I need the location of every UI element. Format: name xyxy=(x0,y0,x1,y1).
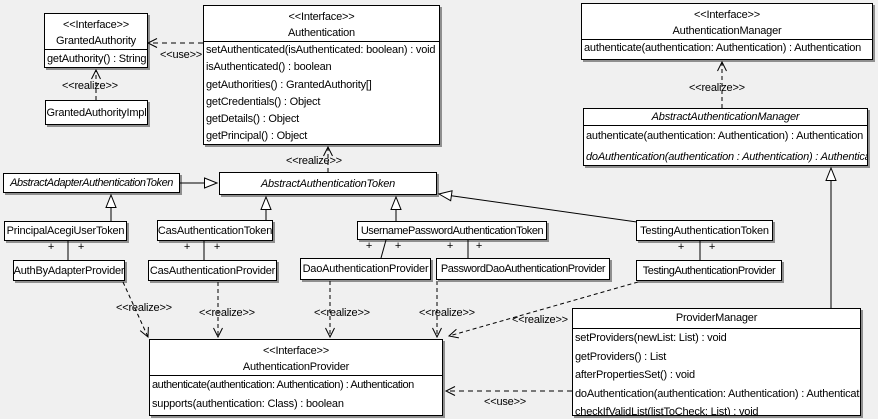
class-name: AuthByAdapterProvider xyxy=(13,264,125,277)
edge-label-realize: <<realize>> xyxy=(62,80,118,92)
edge-label-realize: <<realize>> xyxy=(116,302,172,314)
method: supports(authentication: Class) : boolea… xyxy=(152,397,344,410)
class-granted-authority[interactable]: <<Interface>> GrantedAuthority getAuthor… xyxy=(44,13,148,68)
methods-compartment: setProviders(newList: List) : void getPr… xyxy=(573,328,860,416)
assoc-plus: + xyxy=(446,240,454,252)
class-name: AbstractAdapterAuthenticationToken xyxy=(10,177,173,189)
methods-compartment: authenticate(authentication: Authenticat… xyxy=(584,125,867,165)
edge-label-use: <<use>> xyxy=(160,49,203,61)
class-authentication[interactable]: <<Interface>> Authentication setAuthenti… xyxy=(203,5,440,145)
method: getDetails() : Object xyxy=(206,113,300,126)
class-name: DaoAuthenticationProvider xyxy=(302,263,429,275)
class-name: AbstractAuthenticationManager xyxy=(651,111,800,123)
class-name: AbstractAuthenticationToken xyxy=(260,177,396,190)
class-provider-manager[interactable]: ProviderManager setProviders(newList: Li… xyxy=(572,308,861,416)
edge-label-realize: <<realize>> xyxy=(689,82,745,94)
class-title: <<Interface>> Authentication xyxy=(204,6,439,41)
assoc-plus: + xyxy=(213,241,221,253)
method: getAuthorities() : GrantedAuthority[] xyxy=(206,78,372,91)
assoc-plus: + xyxy=(475,240,483,252)
class-name: TestingAuthenticationProvider xyxy=(642,264,776,277)
stereotype-label: <<Interface>> xyxy=(288,11,355,23)
stereotype-label: <<Interface>> xyxy=(63,19,129,31)
edge-label-realize: <<realize>> xyxy=(286,155,342,167)
class-auth-by-adapter-provider[interactable]: AuthByAdapterProvider xyxy=(13,260,125,281)
method: getPrincipal() : Object xyxy=(206,130,308,143)
edge-label-realize: <<realize>> xyxy=(419,307,475,319)
method: getAuthority() : String xyxy=(47,53,147,65)
class-testing-authentication-token[interactable]: TestingAuthenticationToken xyxy=(636,220,773,241)
class-cas-authentication-token[interactable]: CasAuthenticationToken xyxy=(157,220,273,241)
assoc-plus: + xyxy=(708,241,716,253)
class-title: <<Interface>> GrantedAuthority xyxy=(45,14,147,49)
edge-generalization-testing-token xyxy=(437,190,638,223)
class-testing-authentication-provider[interactable]: TestingAuthenticationProvider xyxy=(636,260,782,281)
assoc-plus: + xyxy=(394,240,402,252)
class-name: AuthenticationManager xyxy=(672,25,782,37)
assoc-plus: + xyxy=(77,241,85,253)
class-abstract-adapter-authentication-token[interactable]: AbstractAdapterAuthenticationToken xyxy=(3,173,180,193)
assoc-plus: + xyxy=(365,240,373,252)
class-authentication-provider[interactable]: <<Interface>> AuthenticationProvider aut… xyxy=(149,339,443,416)
method: authenticate(authentication: Authenticat… xyxy=(584,42,862,54)
method: isAuthenticated() : boolean xyxy=(206,61,332,74)
method: getProviders() : List xyxy=(575,350,667,363)
class-username-password-authentication-token[interactable]: UsernamePasswordAuthenticationToken xyxy=(357,221,547,240)
method: authenticate(authentication: Authenticat… xyxy=(586,130,864,142)
edge-label-realize: <<realize>> xyxy=(199,307,255,319)
class-dao-authentication-provider[interactable]: DaoAuthenticationProvider xyxy=(300,258,431,280)
class-principal-acegi-user-token[interactable]: PrincipalAcegiUserToken xyxy=(4,221,127,241)
class-authentication-manager[interactable]: <<Interface>> AuthenticationManager auth… xyxy=(581,3,873,60)
class-abstract-authentication-token[interactable]: AbstractAuthenticationToken xyxy=(219,172,437,195)
class-title: AbstractAuthenticationManager xyxy=(584,109,867,125)
class-name: GrantedAuthorityImpl xyxy=(46,106,147,119)
class-password-dao-authentication-provider[interactable]: PasswordDaoAuthenticationProvider xyxy=(436,258,610,280)
stereotype-label: <<Interface>> xyxy=(263,345,329,357)
method: setAuthenticated(isAuthenticated: boolea… xyxy=(206,44,436,56)
edge-label-use: <<use>> xyxy=(484,396,527,408)
method: setProviders(newList: List) : void xyxy=(575,332,727,344)
class-name: PrincipalAcegiUserToken xyxy=(6,225,125,237)
edge-assoc-username-dao xyxy=(380,239,387,259)
assoc-plus: + xyxy=(47,241,55,253)
class-abstract-authentication-manager[interactable]: AbstractAuthenticationManager authentica… xyxy=(583,108,868,166)
method-abstract: doAuthentication(authentication : Authen… xyxy=(586,150,867,163)
class-granted-authority-impl[interactable]: GrantedAuthorityImpl xyxy=(45,100,148,125)
class-name: UsernamePasswordAuthenticationToken xyxy=(360,224,544,237)
class-name: TestingAuthenticationToken xyxy=(640,224,769,237)
class-cas-authentication-provider[interactable]: CasAuthenticationProvider xyxy=(148,260,277,281)
class-name: CasAuthenticationProvider xyxy=(149,264,276,277)
methods-compartment: authenticate(authentication: Authenticat… xyxy=(582,39,872,57)
class-name: AuthenticationProvider xyxy=(242,361,350,373)
class-name: Authentication xyxy=(288,27,355,39)
method: afterPropertiesSet() : void xyxy=(575,369,695,381)
methods-compartment: authenticate(authentication: Authenticat… xyxy=(150,375,442,413)
class-title: <<Interface>> AuthenticationProvider xyxy=(150,340,442,375)
class-title: ProviderManager xyxy=(573,309,860,328)
class-name: PasswordDaoAuthenticationProvider xyxy=(440,263,606,275)
assoc-plus: + xyxy=(677,241,685,253)
edge-label-realize: <<realize>> xyxy=(512,314,568,326)
assoc-plus: + xyxy=(183,241,191,253)
class-name: ProviderManager xyxy=(675,312,758,324)
class-name: CasAuthenticationToken xyxy=(157,224,273,237)
method: getCredentials() : Object xyxy=(206,95,321,108)
edge-label-realize: <<realize>> xyxy=(314,307,370,319)
method: doAuthentication(authentication: Authent… xyxy=(575,387,860,400)
class-name: GrantedAuthority xyxy=(56,35,136,47)
methods-compartment: setAuthenticated(isAuthenticated: boolea… xyxy=(204,41,439,144)
methods-compartment: getAuthority() : String xyxy=(45,49,147,67)
method: authenticate(authentication: Authenticat… xyxy=(152,379,414,391)
method: checkIfValidList(listToCheck: List) : vo… xyxy=(575,406,759,416)
stereotype-label: <<Interface>> xyxy=(694,9,760,21)
class-title: <<Interface>> AuthenticationManager xyxy=(582,4,872,39)
